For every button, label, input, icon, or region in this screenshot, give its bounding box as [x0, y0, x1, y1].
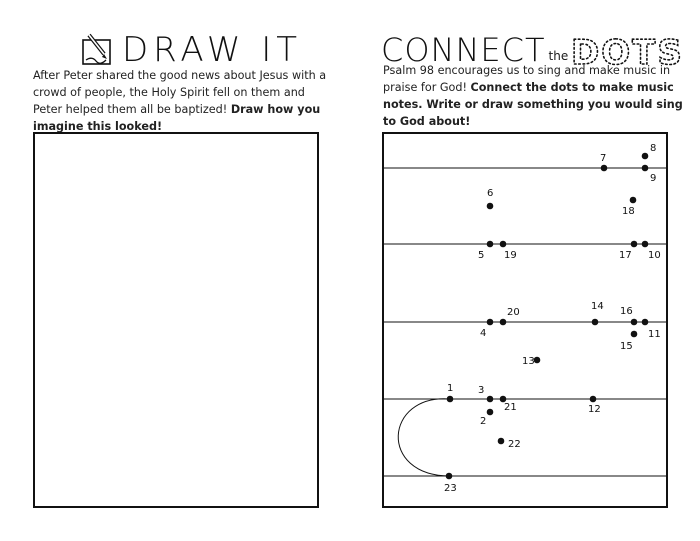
dot-label-7: 7: [600, 153, 606, 164]
connect-dots-instructions: Psalm 98 encourages us to sing and make …: [383, 62, 683, 130]
draw-it-instructions: After Peter shared the good news about J…: [33, 67, 333, 135]
dot-label-5: 5: [478, 250, 484, 261]
dot-label-19: 19: [504, 250, 517, 261]
connect-dots-prompt: Connect the dots to make music notes. Wr…: [383, 81, 683, 128]
dot-16[interactable]: [630, 318, 638, 326]
dot-12[interactable]: [589, 395, 597, 403]
dot-13[interactable]: [533, 356, 541, 364]
drawing-area[interactable]: [33, 132, 319, 508]
dot-label-2: 2: [480, 416, 486, 427]
dot-label-11: 11: [648, 329, 661, 340]
dot-18[interactable]: [629, 196, 637, 204]
dots-title: DOTS: [571, 34, 684, 66]
draw-it-prompt: Draw how you imagine this looked!: [33, 103, 321, 133]
draw-it-title: DRAW IT: [122, 30, 303, 70]
dot-label-14: 14: [591, 301, 604, 312]
dot-label-13: 13: [522, 356, 535, 367]
connect-dots-heading: CONNECT the DOTS: [381, 30, 699, 66]
dot-20[interactable]: [499, 318, 507, 326]
dot-label-3: 3: [478, 385, 484, 396]
dot-label-4: 4: [480, 328, 486, 339]
dot-17[interactable]: [630, 240, 638, 248]
svg-text:DOTS: DOTS: [571, 34, 684, 66]
connect-dots-body: Psalm 98 encourages us to sing and make …: [383, 64, 671, 94]
dot-21[interactable]: [499, 395, 507, 403]
clef-curve: [397, 398, 451, 477]
dot-14[interactable]: [591, 318, 599, 326]
dot-22[interactable]: [497, 437, 505, 445]
dot-9[interactable]: [641, 164, 649, 172]
dot-11[interactable]: [641, 318, 649, 326]
dot-label-15: 15: [620, 341, 633, 352]
dot-4[interactable]: [486, 318, 494, 326]
dot-8[interactable]: [641, 152, 649, 160]
dot-label-18: 18: [622, 206, 635, 217]
dot-label-1: 1: [447, 383, 453, 394]
draw-it-body: After Peter shared the good news about J…: [33, 69, 327, 116]
dot-5[interactable]: [486, 240, 494, 248]
connect-title: CONNECT: [381, 31, 546, 69]
draw-it-heading: DRAW IT: [80, 30, 302, 70]
dot-10[interactable]: [641, 240, 649, 248]
dot-7[interactable]: [600, 164, 608, 172]
dot-label-12: 12: [588, 404, 601, 415]
dot-label-9: 9: [650, 173, 656, 184]
dot-label-8: 8: [650, 143, 656, 154]
dot-label-21: 21: [504, 402, 517, 413]
dot-label-22: 22: [508, 439, 521, 450]
dot-label-6: 6: [487, 188, 493, 199]
pencil-paper-icon: [82, 33, 111, 65]
dot-label-16: 16: [620, 306, 633, 317]
dot-label-20: 20: [507, 307, 520, 318]
dot-23[interactable]: [445, 472, 453, 480]
dot-2[interactable]: [486, 408, 494, 416]
dot-3[interactable]: [486, 395, 494, 403]
dot-15[interactable]: [630, 330, 638, 338]
dot-6[interactable]: [486, 202, 494, 210]
dot-label-10: 10: [648, 250, 661, 261]
dot-label-23: 23: [444, 483, 457, 494]
dot-label-17: 17: [619, 250, 632, 261]
dot-19[interactable]: [499, 240, 507, 248]
dot-1[interactable]: [446, 395, 454, 403]
the-title: the: [548, 49, 569, 63]
